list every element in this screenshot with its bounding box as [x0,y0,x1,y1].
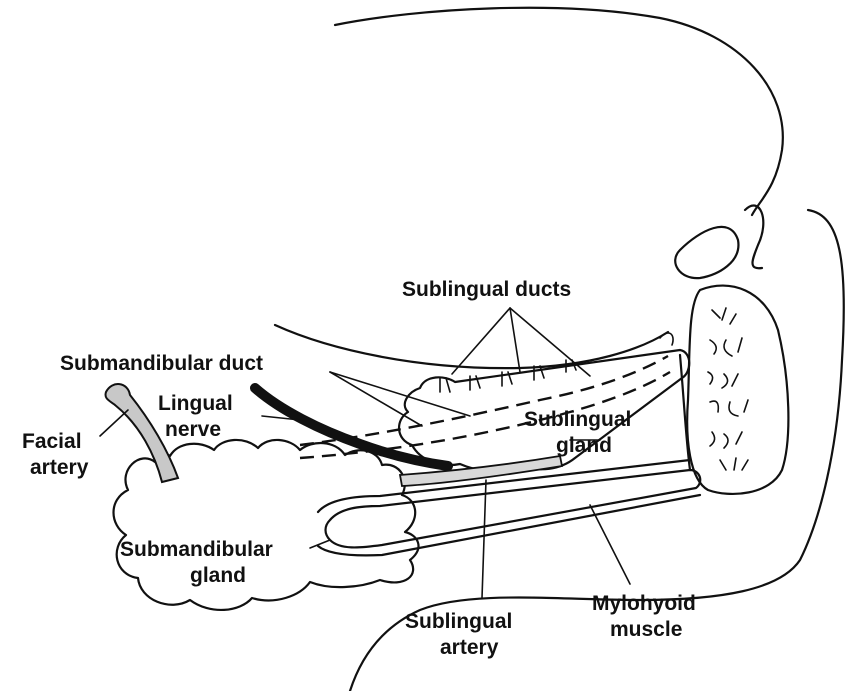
lip-outline [675,227,738,278]
label-mylohyoid-muscle-line1: Mylohyoid [592,592,696,615]
label-facial-artery-line2: artery [30,456,89,479]
label-sublingual-artery-line1: Sublingual [405,610,512,633]
label-submandibular-gland-line2: gland [190,564,246,587]
label-sublingual-gland-line1: Sublingual [524,408,631,431]
mandible-bone [687,286,788,494]
chin-outline [745,205,763,268]
oral-surface [660,333,673,345]
bone-trabeculae [708,308,748,470]
label-submandibular-gland-line1: Submandibular [120,538,273,561]
tongue-outline [335,8,783,215]
label-sublingual-artery-line2: artery [440,636,499,659]
floor-of-mouth [275,325,668,368]
label-submandibular-duct: Submandibular duct [60,352,263,375]
label-sublingual-gland-line2: gland [556,434,612,457]
label-lingual-nerve-line1: Lingual [158,392,233,415]
label-lingual-nerve-line2: nerve [165,418,221,441]
label-facial-artery-line1: Facial [22,430,82,453]
label-sublingual-ducts: Sublingual ducts [402,278,571,301]
label-mylohyoid-muscle-line2: muscle [610,618,682,641]
